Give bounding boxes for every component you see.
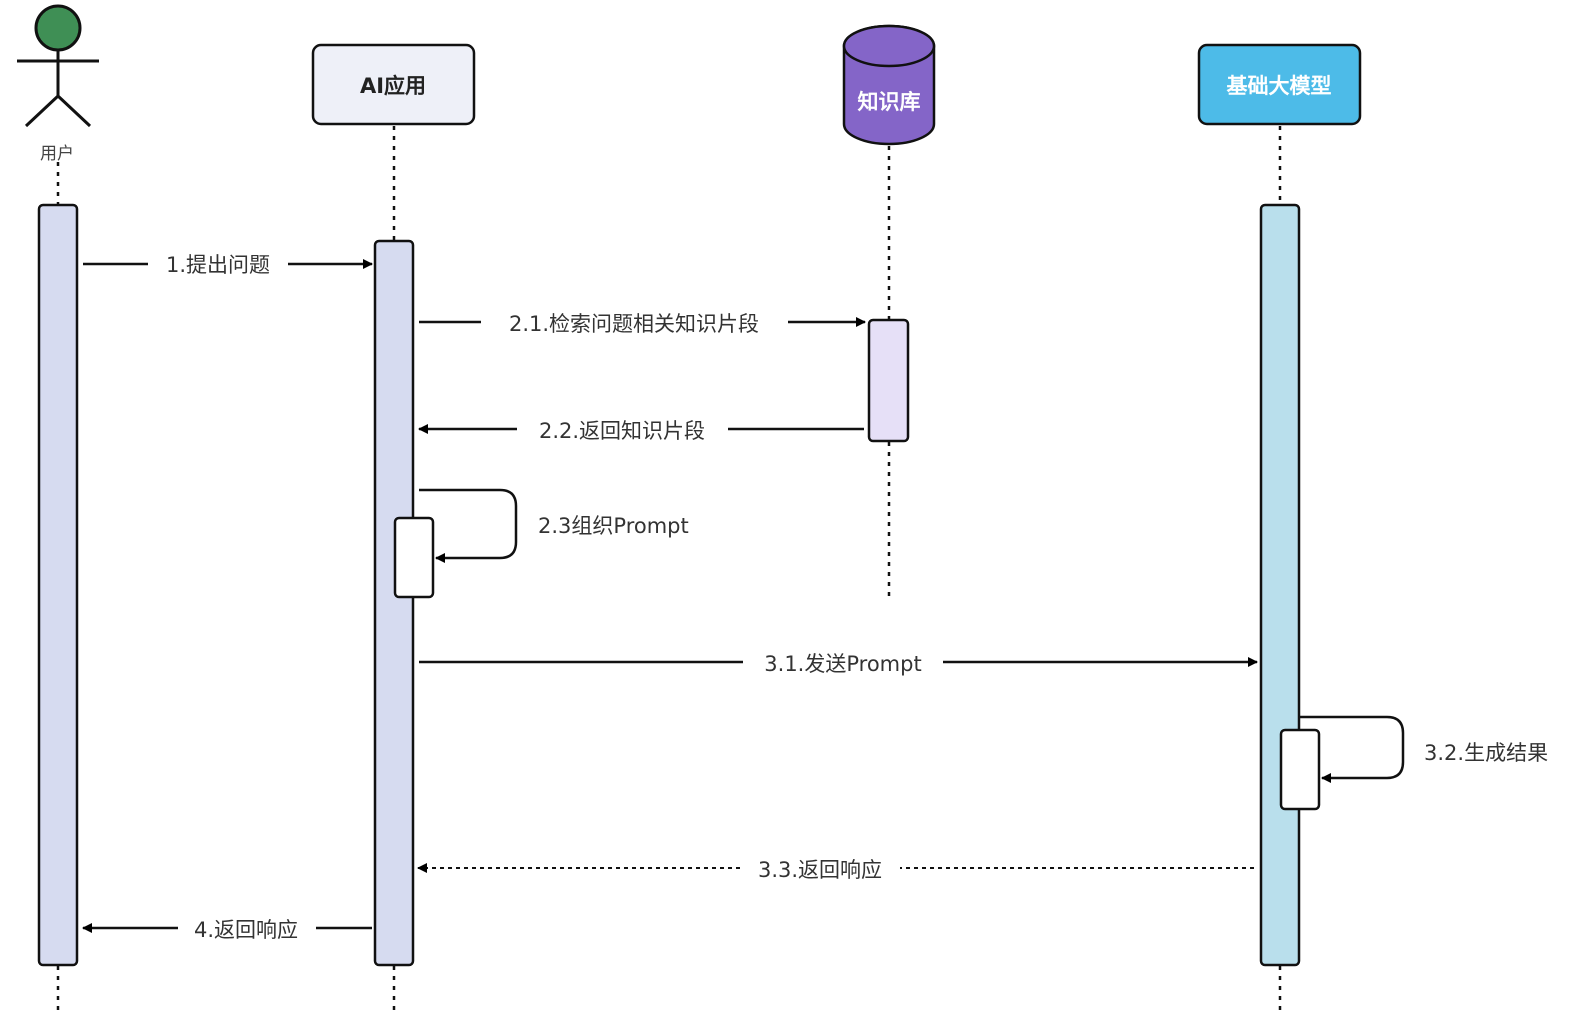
message-label-2-3: 2.3组织Prompt	[538, 514, 689, 538]
participant-user: 用户	[17, 4, 99, 164]
database-top	[842, 24, 936, 68]
message-label-2-2: 2.2.返回知识片段	[539, 419, 705, 443]
message-label-3-3: 3.3.返回响应	[758, 858, 882, 882]
activation-bar-app-self	[393, 516, 435, 599]
message-label-3-1: 3.1.发送Prompt	[764, 652, 921, 676]
message-label-3-2: 3.2.生成结果	[1424, 741, 1548, 765]
participant-kb: 知识库	[842, 24, 936, 146]
participant-app: AI应用	[311, 43, 476, 126]
activation-bar-app	[373, 239, 415, 967]
participant-label-user: 用户	[40, 144, 74, 164]
message-arrow-3-2	[1300, 715, 1405, 783]
activation-bar-llm-self	[1279, 728, 1321, 811]
activation-bar-kb	[867, 318, 910, 443]
message-label-4: 4.返回响应	[194, 918, 298, 942]
message-labels: 1.提出问题 2.1.检索问题相关知识片段 2.2.返回知识片段 2.3组织Pr…	[166, 253, 1548, 942]
actor-head	[34, 4, 82, 52]
messages	[82, 259, 1405, 933]
lifelines	[56, 126, 1282, 1010]
actor-leg-left	[24, 94, 60, 128]
message-label-2-1: 2.1.检索问题相关知识片段	[509, 312, 759, 336]
participant-box-llm	[1197, 43, 1362, 126]
participant-label-app: AI应用	[360, 74, 426, 98]
message-arrow-2-3	[419, 488, 518, 563]
participant-label-kb: 知识库	[858, 90, 921, 114]
participant-llm: 基础大模型	[1197, 43, 1362, 126]
activation-bar-user	[37, 203, 79, 967]
participant-label-llm: 基础大模型	[1227, 74, 1332, 98]
message-label-1: 1.提出问题	[166, 253, 270, 277]
participant-box-app	[311, 43, 476, 126]
actor-leg-right	[56, 94, 92, 128]
activation-bar-llm	[1259, 203, 1301, 967]
activations	[37, 203, 1321, 967]
